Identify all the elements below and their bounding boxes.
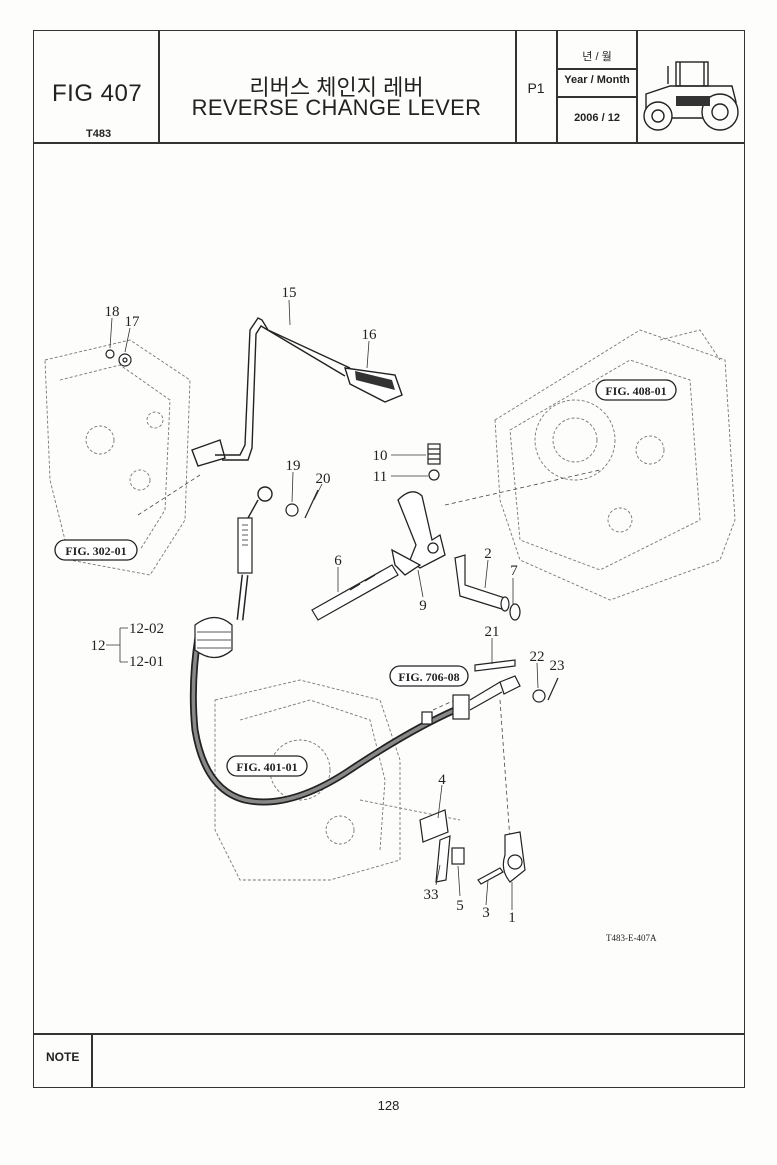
part-number-9: 9 <box>419 598 427 614</box>
page-number: 128 <box>377 1098 400 1113</box>
assembly-child-12-02: 12-02 <box>129 621 164 637</box>
fig-number: FIG 407 <box>52 80 143 107</box>
header-col-divider <box>515 30 517 143</box>
part-number-7: 7 <box>510 563 518 579</box>
shift-fork <box>391 491 446 576</box>
page-id: P1 <box>527 80 545 96</box>
lever-knob <box>344 367 403 403</box>
header-col-divider <box>556 30 558 143</box>
washer-19 <box>285 503 299 517</box>
bolt-fig706 <box>421 711 433 725</box>
reverse-lever <box>191 317 351 467</box>
fig-ref-callouts <box>54 379 677 777</box>
part-number-5: 5 <box>456 898 464 914</box>
part-number-4: 4 <box>438 772 446 788</box>
header-divider <box>33 142 745 144</box>
part-number-2: 2 <box>484 546 492 562</box>
title-korean: 리버스 체인지 레버 <box>249 75 424 100</box>
transmission-housing-left <box>44 339 191 576</box>
transmission-housing-right <box>494 329 736 601</box>
pin-2 <box>454 554 521 621</box>
pin-21 <box>474 659 516 672</box>
shaft-6 <box>311 564 399 621</box>
part-number-1: 1 <box>508 910 516 926</box>
title-english: REVERSE CHANGE LEVER <box>191 95 482 120</box>
header-col-divider <box>636 30 638 143</box>
part-number-22: 22 <box>530 649 545 665</box>
note-label: NOTE <box>46 1050 80 1064</box>
part-number-33: 33 <box>424 887 439 903</box>
part-number-18: 18 <box>105 304 120 320</box>
drawing-code: T483-E-407A <box>606 933 657 943</box>
fig-ref-401: FIG. 401-01 <box>236 760 297 774</box>
part-number-19: 19 <box>286 458 301 474</box>
part-number-3: 3 <box>482 905 490 921</box>
year-month-label-en: Year / Month <box>564 74 630 86</box>
spring-and-ball <box>427 443 441 481</box>
pin-20 <box>304 489 319 519</box>
header-col-divider <box>158 30 160 143</box>
part-number-21: 21 <box>485 624 500 640</box>
part-number-20: 20 <box>316 471 331 487</box>
model-code: T483 <box>86 128 112 140</box>
note-col-divider <box>91 1033 93 1088</box>
header-cell-divider <box>557 96 637 98</box>
fig-ref-302: FIG. 302-01 <box>65 544 126 558</box>
part-number-17: 17 <box>125 314 141 330</box>
assembly-child-12-01: 12-01 <box>129 654 164 670</box>
pin-23 <box>547 677 559 701</box>
plate-33 <box>435 835 451 883</box>
part-number-16: 16 <box>362 327 378 343</box>
part-number-15: 15 <box>282 285 297 301</box>
page-frame <box>33 30 745 1088</box>
pin-3 <box>477 867 504 885</box>
part-number-6: 6 <box>334 553 342 569</box>
transmission-housing-bottom <box>214 679 461 881</box>
note-divider <box>33 1033 745 1035</box>
tractor-icon <box>643 61 739 131</box>
washer-22 <box>532 689 546 703</box>
fig-ref-408: FIG. 408-01 <box>605 384 666 398</box>
part-number-10: 10 <box>373 448 388 464</box>
bolt-5 <box>451 847 465 865</box>
bracket-4 <box>419 809 449 843</box>
reverse-cable <box>189 486 521 806</box>
year-month-value: 2006 / 12 <box>574 112 620 124</box>
part-number-23: 23 <box>550 658 565 674</box>
header-cell-divider <box>557 68 637 70</box>
assembly-parent-12: 12 <box>91 638 106 654</box>
year-month-label-ko: 년 / 월 <box>582 51 612 63</box>
fig-ref-706: FIG. 706-08 <box>398 670 459 684</box>
part-number-11: 11 <box>373 469 387 485</box>
snap-ring-18 <box>105 349 115 359</box>
